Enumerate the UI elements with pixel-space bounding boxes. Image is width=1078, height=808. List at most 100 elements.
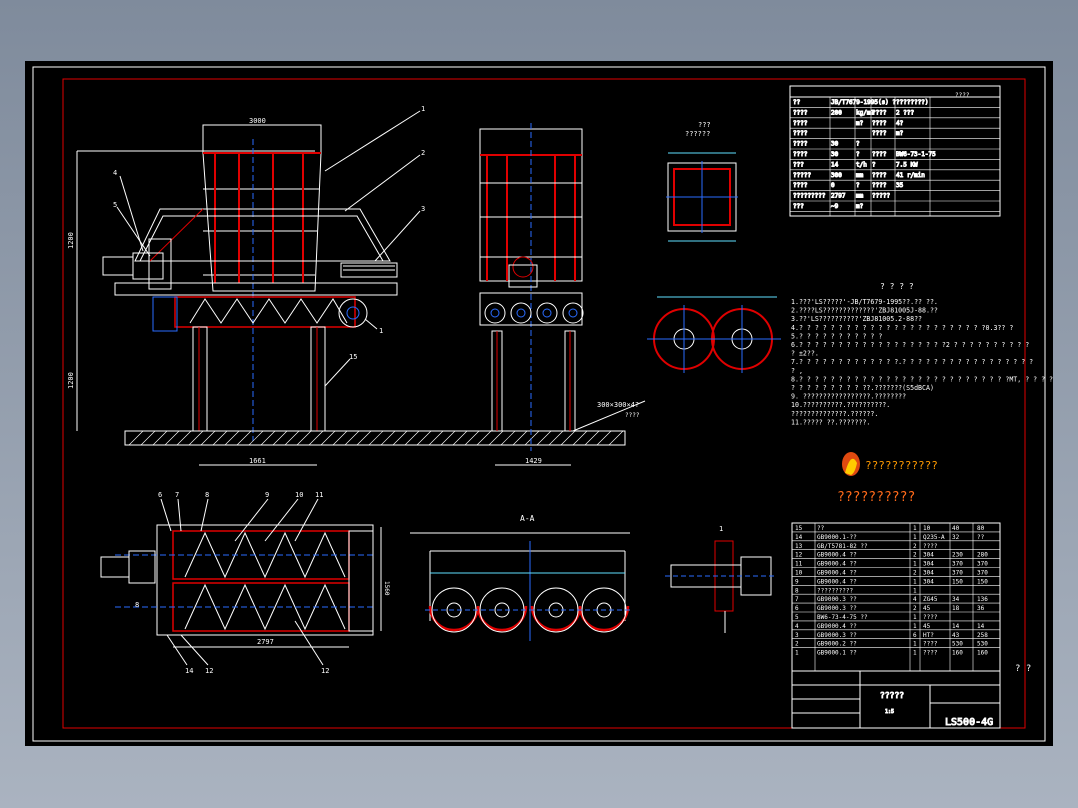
spec-cell: ??? [793,203,804,210]
spec-cell: mm [856,193,864,200]
bom-cell: 5 [795,614,799,621]
spec-cell: ???? [793,182,808,189]
bom-cell: 304 [923,578,934,585]
drawing-sheet[interactable]: 1200 1200 3000 [25,61,1053,746]
spec-cell: ????? [872,193,890,200]
pipe-label: 300×300×4? [597,401,639,409]
spec-cell: ~9 [831,203,839,210]
dim-1200-label: 1200 [67,232,75,249]
bom-cell: Q235-A [923,534,945,541]
front-view: 1200 1200 3000 [67,105,626,466]
tech-req-line: ? ±2??. [791,350,819,358]
spec-cell: ???? [793,141,808,148]
spec-cell: ????????? [793,193,826,200]
hopper-top [202,124,322,154]
bom-cell: 2 [795,641,799,648]
bom-cell: GB9000.2 ?? [817,641,857,648]
conveyor-trough [114,282,398,296]
bom-cell: 7 [795,596,799,603]
bom-cell: 10 [795,570,803,577]
aa-label: A-A [520,514,535,523]
spec-cell: ????? [793,172,811,179]
svg-text:1560: 1560 [383,581,390,596]
tech-req-line: 5.? ? ? ? ? ? ? ? ? ? ? [791,332,882,340]
bom-cell: 258 [977,632,988,639]
bom-cell: GB9000.3 ?? [817,605,857,612]
bom-cell: 1 [913,561,917,568]
bom-cell: 160 [952,650,963,657]
bom-cell: 370 [977,561,988,568]
bom-cell: 13 [795,543,803,550]
bom-cell: 136 [977,596,988,603]
bom-cell: 370 [952,570,963,577]
bom-cell: 45 [923,623,931,630]
svg-text:1: 1 [719,525,723,533]
bom-cell: 9 [795,578,799,585]
bom-cell: GB9000.1-?? [817,534,857,541]
bom-cell: 1 [913,525,917,532]
svg-text:3: 3 [421,205,425,213]
svg-text:1: 1 [379,327,383,335]
spec-cell: ? [856,141,860,148]
bom-cell: 150 [977,578,988,585]
dim-1200-label-2: 1200 [67,372,75,389]
dim-1661-label: 1661 [249,457,266,465]
spec-cell: ???? [793,120,808,127]
bom-cell: 370 [952,561,963,568]
spec-cell: t/h [856,161,867,168]
bom-cell: ZG45 [923,596,938,603]
spec-cell: ? [856,151,860,158]
bom-cell: 1 [913,578,917,585]
tech-req-line: 11.????? ??.???????. [791,418,870,426]
bom-cell: GB/T5781-82 ?? [817,543,868,550]
tech-req-line: 4.? ? ? ? ? ? ? ? ? ? ? ? ? ? ? ? ? ? ? … [791,324,1013,332]
spec-cell: 14 [831,161,839,168]
spec-cell: ???? [872,151,887,158]
bom-cell: GB9000.1 ?? [817,650,857,657]
spec-cell: ???? [872,120,887,127]
bom-cell: ???? [923,650,938,657]
bom-cell: 1 [913,534,917,541]
bom-cell: 1 [913,614,917,621]
spec-cell: 2 ??? [896,109,914,116]
bom-cell: 80 [977,525,985,532]
spec-cell: m? [896,130,904,137]
bom-cell: 304 [923,570,934,577]
section-label-2: ?????? [685,130,710,138]
bom-cell: 32 [952,534,960,541]
bom-cell: 160 [977,650,988,657]
drawing-number: LS500-4G [945,717,993,728]
spec-cell: 300 [831,172,842,179]
svg-text:9: 9 [265,491,269,499]
tech-req-title: ? ? ? ? [880,282,914,291]
svg-text:5: 5 [113,201,117,209]
spec-cell: m? [856,120,864,127]
svg-text:7: 7 [175,491,179,499]
spec-table: ???? ??JB/T7679-1995(s) ?????????)????20… [789,85,1001,217]
bom-cell: 15 [795,525,803,532]
company-logo: ??????????? ?????????? [837,452,938,505]
svg-text:11: 11 [315,491,323,499]
tech-req-line: 1.???'LS?????'-JB/T7679-1995??.?? ??. [791,298,938,306]
tech-req-line: 9. ?????????????????.???????? [791,393,906,401]
aa-section: A-A [410,514,633,641]
svg-text:8: 8 [135,601,139,609]
bom-cell: 370 [977,570,988,577]
svg-text:10: 10 [295,491,303,499]
bom-cell: GB9000.4 ?? [817,570,857,577]
bom-cell: 40 [952,525,960,532]
spec-cell: 200 [831,109,842,116]
dim-1429-label: 1429 [525,457,542,465]
svg-text:1: 1 [421,105,425,113]
dim-3000-label: 3000 [249,117,266,125]
cad-drawing[interactable]: 1200 1200 3000 [25,61,1053,746]
spec-cell: ???? [793,109,808,116]
support-frame [134,208,391,262]
bom-cell: 1 [913,650,917,657]
bom-cell: BW6-73-4-75 ?? [817,614,868,621]
spec-cell: 30 [831,141,839,148]
ground-hatch [124,430,626,446]
tech-requirements: ? ? ? ? 1.???'LS?????'-JB/T7679-1995??.?… [791,282,1053,426]
bom-cell: 14 [977,623,985,630]
logo-text-2: ?????????? [837,490,915,505]
